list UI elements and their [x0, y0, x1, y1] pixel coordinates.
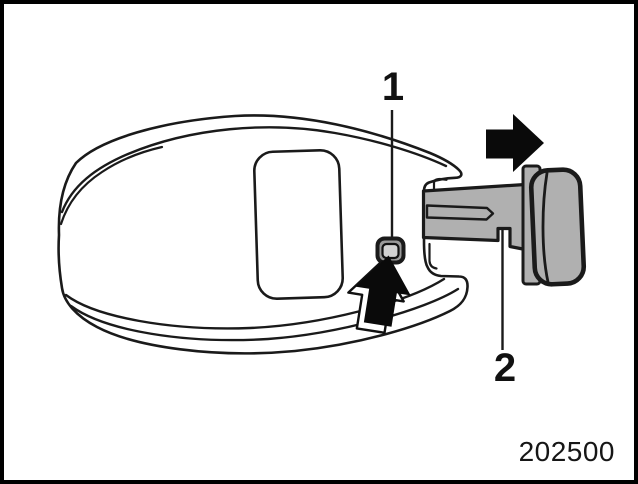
callout-2-label: 2 [493, 346, 517, 390]
fob-top-left-bevel-line [59, 145, 164, 226]
emergency-key [421, 164, 587, 287]
fob-top-rim-line [60, 126, 448, 214]
figure-number: 202500 [518, 436, 615, 467]
fob-latch-hook-detail [432, 177, 448, 191]
key-grip-knob [528, 167, 587, 287]
fob-slot-inner-wall [428, 242, 438, 270]
fob-cover-plate [253, 148, 345, 300]
key-shaft-groove [425, 204, 495, 221]
fob-bottom-rim-line-2 [69, 287, 460, 342]
right-arrow-icon [486, 114, 544, 172]
up-arrow-icon [347, 255, 411, 334]
callout-1-label: 1 [381, 65, 405, 109]
key-grip-face-line [541, 171, 550, 284]
key-fob-body [57, 114, 469, 355]
